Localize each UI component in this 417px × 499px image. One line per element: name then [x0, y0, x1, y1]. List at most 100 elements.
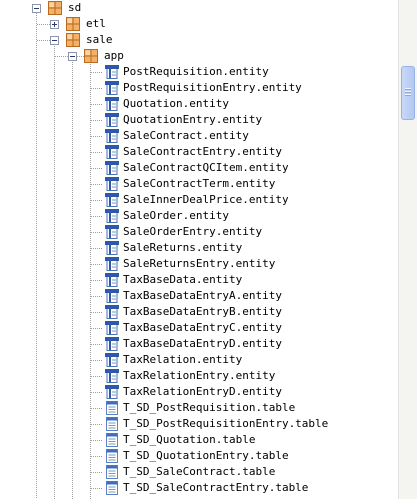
tree-file-item[interactable]: PostRequisition.entity — [104, 64, 269, 80]
tree-node-sale[interactable]: sale — [50, 32, 113, 48]
tree-node-app[interactable]: app — [68, 48, 124, 64]
tree-file-item[interactable]: TaxRelation.entity — [104, 352, 242, 368]
minus-toggle-icon[interactable] — [32, 3, 41, 13]
tree-file-label: QuotationEntry.entity — [123, 113, 263, 126]
entity-file-icon — [105, 145, 119, 159]
tree-node-label: sd — [68, 1, 82, 14]
table-file-icon — [106, 449, 118, 463]
tree-file-item[interactable]: PostRequisitionEntry.entity — [104, 80, 302, 96]
tree-file-label: SaleContract.entity — [123, 129, 249, 142]
tree-file-item[interactable]: T_SD_QuotationEntry.table — [104, 448, 289, 464]
tree-file-label: T_SD_PostRequisitionEntry.table — [123, 417, 329, 430]
tree-file-item[interactable]: SaleOrderEntry.entity — [104, 224, 262, 240]
table-file-icon — [106, 401, 118, 415]
tree-file-item[interactable]: SaleContractQCItem.entity — [104, 160, 289, 176]
entity-file-icon — [105, 273, 119, 287]
tree-file-item[interactable]: SaleInnerDealPrice.entity — [104, 192, 289, 208]
entity-file-icon — [105, 161, 119, 175]
tree-file-label: TaxRelationEntry.entity — [123, 369, 276, 382]
vertical-scrollbar[interactable] — [398, 0, 417, 499]
entity-file-icon — [105, 369, 119, 383]
tree-file-item[interactable]: TaxBaseDataEntryA.entity — [104, 288, 282, 304]
tree-file-label: SaleInnerDealPrice.entity — [123, 193, 289, 206]
entity-file-icon — [105, 225, 119, 239]
tree-file-item[interactable]: T_SD_PostRequisitionEntry.table — [104, 416, 328, 432]
entity-file-icon — [105, 81, 119, 95]
entity-file-icon — [105, 113, 119, 127]
entity-file-icon — [105, 337, 119, 351]
package-icon — [66, 17, 80, 31]
tree-node-sd[interactable]: sd — [32, 0, 81, 16]
tree-file-label: SaleContractTerm.entity — [123, 177, 276, 190]
tree-file-label: TaxBaseDataEntryA.entity — [123, 289, 282, 302]
tree-file-label: TaxBaseDataEntryD.entity — [123, 337, 282, 350]
tree-file-item[interactable]: T_SD_Quotation.table — [104, 432, 255, 448]
tree-file-label: TaxRelation.entity — [123, 353, 243, 366]
package-icon — [48, 1, 62, 15]
tree-file-item[interactable]: Quotation.entity — [104, 96, 229, 112]
tree-file-label: T_SD_PostRequisition.table — [123, 401, 296, 414]
tree-file-label: T_SD_Quotation.table — [123, 433, 256, 446]
table-file-icon — [106, 481, 118, 495]
tree-node-label: etl — [86, 17, 106, 30]
tree-file-item[interactable]: TaxBaseData.entity — [104, 272, 242, 288]
tree-node-label: sale — [86, 33, 113, 46]
tree-file-label: SaleReturns.entity — [123, 241, 243, 254]
tree-file-label: SaleOrderEntry.entity — [123, 225, 263, 238]
entity-file-icon — [105, 385, 119, 399]
entity-file-icon — [105, 129, 119, 143]
table-file-icon — [106, 417, 118, 431]
tree-node-etl[interactable]: etl — [50, 16, 106, 32]
entity-file-icon — [105, 209, 119, 223]
entity-file-icon — [105, 257, 119, 271]
entity-file-icon — [105, 97, 119, 111]
tree-file-item[interactable]: QuotationEntry.entity — [104, 112, 262, 128]
tree-file-item[interactable]: SaleContractTerm.entity — [104, 176, 275, 192]
tree-file-label: T_SD_QuotationEntry.table — [123, 449, 289, 462]
minus-toggle-icon[interactable] — [68, 51, 77, 61]
tree-file-item[interactable]: SaleContract.entity — [104, 128, 249, 144]
tree-file-label: TaxBaseDataEntryC.entity — [123, 321, 282, 334]
entity-file-icon — [105, 241, 119, 255]
table-file-icon — [106, 465, 118, 479]
entity-file-icon — [105, 353, 119, 367]
tree-file-label: TaxRelationEntryD.entity — [123, 385, 282, 398]
table-file-icon — [106, 433, 118, 447]
tree-file-label: TaxBaseData.entity — [123, 273, 243, 286]
tree-file-item[interactable]: TaxBaseDataEntryC.entity — [104, 320, 282, 336]
tree-file-item[interactable]: T_SD_SaleContract.table — [104, 464, 275, 480]
entity-file-icon — [105, 305, 119, 319]
minus-toggle-icon[interactable] — [50, 35, 59, 45]
entity-file-icon — [105, 321, 119, 335]
tree-file-label: Quotation.entity — [123, 97, 229, 110]
tree-file-item[interactable]: TaxRelationEntry.entity — [104, 368, 275, 384]
tree-file-label: SaleContractEntry.entity — [123, 145, 282, 158]
tree-file-label: SaleOrder.entity — [123, 209, 229, 222]
tree-file-label: T_SD_SaleContract.table — [123, 465, 276, 478]
tree-file-item[interactable]: TaxRelationEntryD.entity — [104, 384, 282, 400]
scrollbar-thumb[interactable] — [401, 66, 415, 120]
tree-file-item[interactable]: SaleOrder.entity — [104, 208, 229, 224]
package-icon — [84, 49, 98, 63]
entity-file-icon — [105, 177, 119, 191]
tree-file-label: SaleContractQCItem.entity — [123, 161, 289, 174]
tree-file-item[interactable]: TaxBaseDataEntryD.entity — [104, 336, 282, 352]
tree-file-item[interactable]: T_SD_SaleContractEntry.table — [104, 480, 308, 496]
tree-file-label: PostRequisition.entity — [123, 65, 269, 78]
tree-node-label: app — [104, 49, 124, 62]
entity-file-icon — [105, 193, 119, 207]
tree-file-item[interactable]: SaleReturnsEntry.entity — [104, 256, 275, 272]
tree-file-item[interactable]: SaleReturns.entity — [104, 240, 242, 256]
tree-file-item[interactable]: SaleContractEntry.entity — [104, 144, 282, 160]
tree-file-label: PostRequisitionEntry.entity — [123, 81, 302, 94]
entity-file-icon — [105, 65, 119, 79]
tree-file-label: TaxBaseDataEntryB.entity — [123, 305, 282, 318]
project-tree[interactable]: sd etl sale app PostRequisition. — [0, 0, 398, 499]
tree-file-label: SaleReturnsEntry.entity — [123, 257, 276, 270]
entity-file-icon — [105, 289, 119, 303]
tree-file-item[interactable]: TaxBaseDataEntryB.entity — [104, 304, 282, 320]
tree-file-item[interactable]: T_SD_PostRequisition.table — [104, 400, 295, 416]
package-icon — [66, 33, 80, 47]
tree-file-label: T_SD_SaleContractEntry.table — [123, 481, 309, 494]
plus-toggle-icon[interactable] — [50, 19, 59, 29]
